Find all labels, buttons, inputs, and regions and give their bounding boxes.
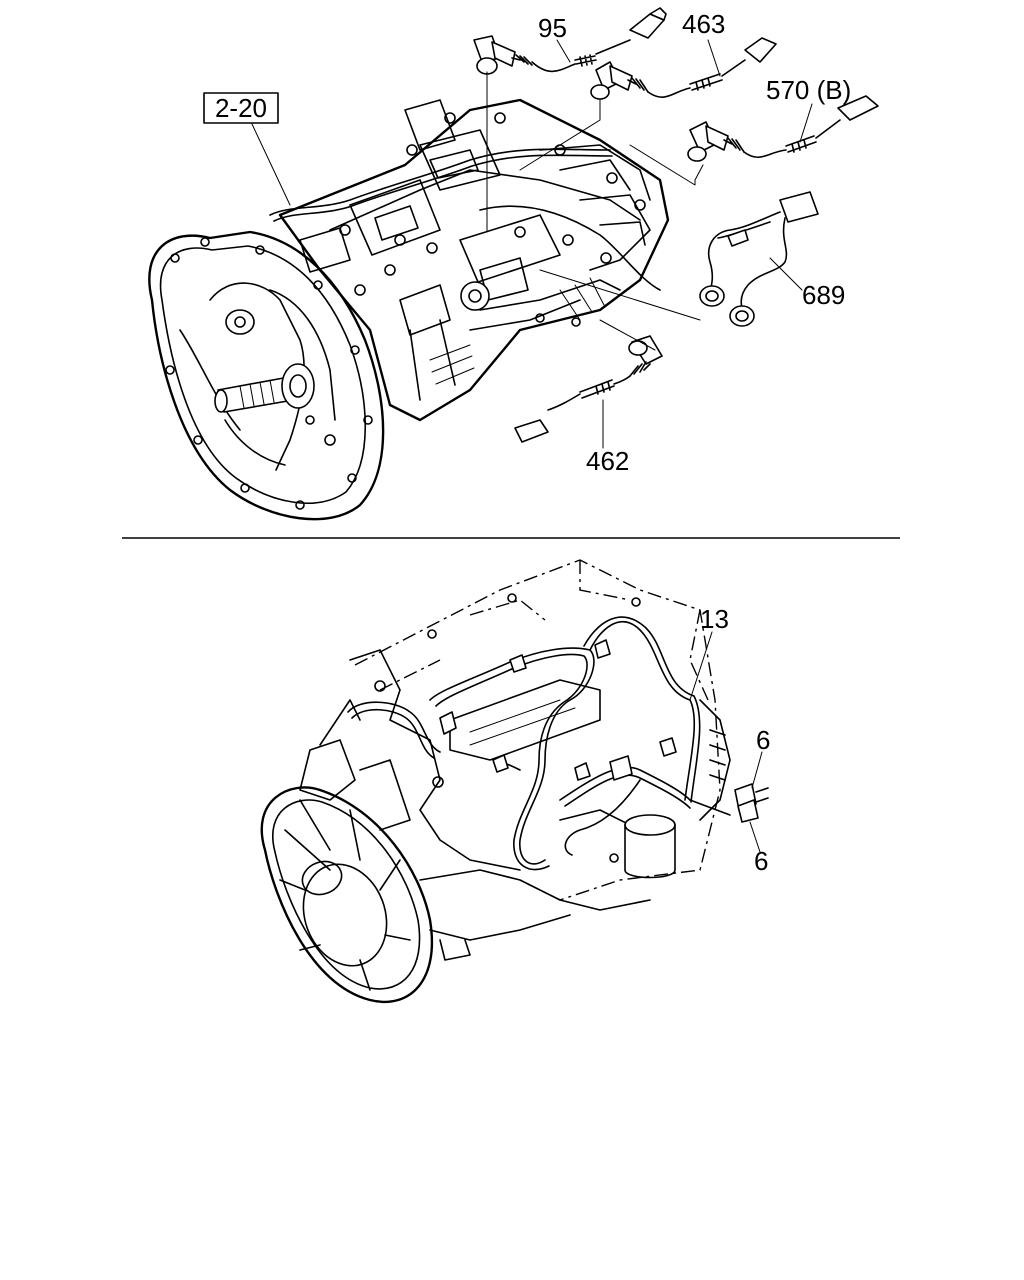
top-leader-lines xyxy=(251,39,813,449)
callout-462: 462 xyxy=(586,446,629,476)
engine-assembly-drawing xyxy=(260,559,731,1004)
callout-6-upper: 6 xyxy=(756,725,770,755)
callout-463: 463 xyxy=(682,9,725,39)
input-shaft xyxy=(214,363,315,413)
sensor-95 xyxy=(473,7,667,75)
callout-95: 95 xyxy=(538,13,567,43)
sensor-463 xyxy=(590,37,777,100)
bell-housing-bolts xyxy=(165,237,373,510)
reference-label: 2-20 xyxy=(215,93,267,123)
reference-box-2-20: 2-20 xyxy=(203,92,279,124)
callout-570b: 570 (B) xyxy=(766,75,851,105)
wiring-harness-13 xyxy=(347,616,769,871)
sensor-462 xyxy=(514,335,663,443)
callout-6-lower: 6 xyxy=(754,846,768,876)
callout-13: 13 xyxy=(700,604,729,634)
sensor-570b xyxy=(687,95,879,162)
bottom-leader-lines xyxy=(689,631,763,853)
callout-689: 689 xyxy=(802,280,845,310)
harness-689 xyxy=(699,191,819,327)
oil-filter xyxy=(624,814,676,879)
transmission-assembly-drawing xyxy=(148,98,670,521)
fan xyxy=(260,786,434,1004)
